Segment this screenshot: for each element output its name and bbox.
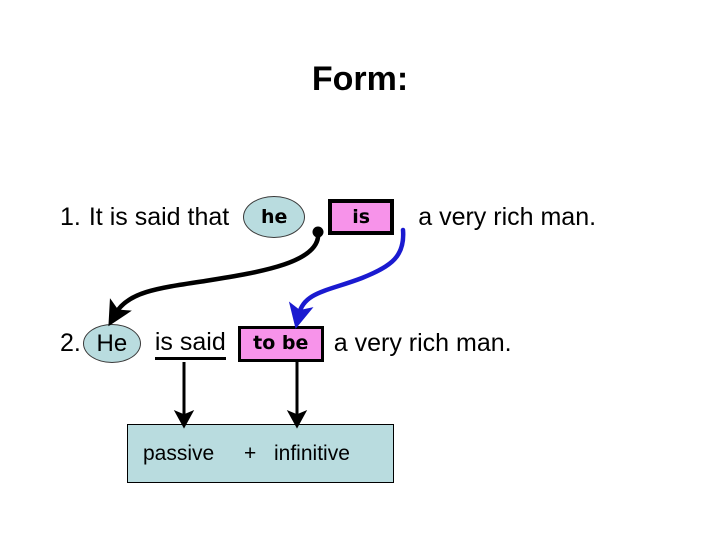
subject-bubble-He[interactable]: He bbox=[82, 324, 141, 363]
line2-number: 2. bbox=[60, 329, 81, 357]
line1-text-after: a very rich man. bbox=[418, 202, 597, 231]
page-title: Form: bbox=[311, 60, 409, 98]
infinitive-box-to-be[interactable]: to be bbox=[237, 325, 324, 362]
passive-verb-is-said[interactable]: is said bbox=[154, 328, 226, 360]
line2-text-after: a very rich man. bbox=[333, 329, 512, 357]
legend-label-passive: passive bbox=[143, 441, 215, 465]
black-curve-he-to-He bbox=[108, 229, 321, 327]
legend-label-infinitive: infinitive bbox=[274, 441, 350, 465]
blue-curve-is-to-tobe bbox=[288, 227, 406, 329]
line1-number: 1. bbox=[60, 202, 81, 231]
legend-operator-plus: + bbox=[244, 441, 257, 465]
verb-box-is[interactable]: is bbox=[328, 199, 395, 235]
sentence-row-2: 2. He is said to be a very rich man. bbox=[60, 324, 512, 363]
subject-bubble-he[interactable]: he bbox=[243, 196, 306, 238]
sentence-row-1: 1. It is said that he is a very rich man… bbox=[60, 196, 596, 238]
legend-box-passive-infinitive: passive + infinitive bbox=[127, 424, 394, 483]
line1-text-before: It is said that bbox=[88, 202, 230, 231]
